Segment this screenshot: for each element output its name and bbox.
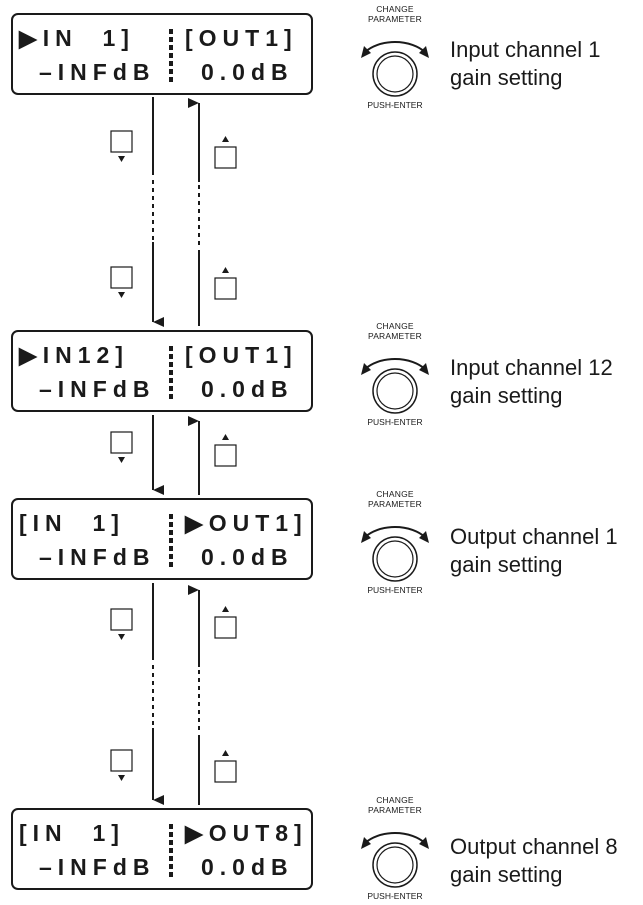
lcd-divider <box>169 514 173 568</box>
up-key-icon[interactable] <box>214 750 237 783</box>
description-output-8: Output channel 8 gain setting <box>450 834 618 887</box>
lcd-right-line2: 0.0dB <box>201 59 294 85</box>
knob-caption-bottom: PUSH-ENTER <box>367 585 423 595</box>
up-key-icon[interactable] <box>214 434 237 467</box>
lcd-divider <box>169 29 173 83</box>
up-key-icon[interactable] <box>214 136 237 169</box>
knob-caption-top: CHANGE PARAMETER <box>367 321 423 341</box>
rotary-knob-icon <box>361 831 429 888</box>
change-parameter-knob[interactable]: CHANGE PARAMETER PUSH-ENTER <box>347 489 443 599</box>
lcd-divider <box>169 824 173 878</box>
description-input-12: Input channel 12 gain setting <box>450 355 613 408</box>
lcd-right-line1: ▶OUT1] <box>185 510 308 536</box>
rotary-knob-icon <box>361 357 429 414</box>
lcd-screen-output-8: [IN 1] ▶OUT8] –INFdB 0.0dB <box>11 808 313 890</box>
lcd-left-line2: –INFdB <box>39 544 156 570</box>
knob-caption-bottom: PUSH-ENTER <box>367 417 423 427</box>
description-output-1: Output channel 1 gain setting <box>450 524 618 577</box>
lcd-left-line1: [IN 1] <box>19 510 125 536</box>
lcd-right-line1: [OUT1] <box>185 25 298 51</box>
change-parameter-knob[interactable]: CHANGE PARAMETER PUSH-ENTER <box>347 321 443 431</box>
lcd-divider <box>169 346 173 400</box>
down-key-icon[interactable] <box>110 749 133 781</box>
rotary-knob-icon <box>361 525 429 582</box>
lcd-screen-input-1: ▶IN 1] [OUT1] –INFdB 0.0dB <box>11 13 313 95</box>
lcd-left-line1: [IN 1] <box>19 820 125 846</box>
down-key-icon[interactable] <box>110 266 133 298</box>
lcd-right-line2: 0.0dB <box>201 376 294 402</box>
down-key-icon[interactable] <box>110 431 133 463</box>
knob-caption-bottom: PUSH-ENTER <box>367 891 423 901</box>
lcd-right-line2: 0.0dB <box>201 854 294 880</box>
up-key-icon[interactable] <box>214 267 237 300</box>
lcd-right-line2: 0.0dB <box>201 544 294 570</box>
knob-caption-top: CHANGE PARAMETER <box>367 4 423 24</box>
knob-caption-top: CHANGE PARAMETER <box>367 795 423 815</box>
change-parameter-knob[interactable]: CHANGE PARAMETER PUSH-ENTER <box>347 4 443 114</box>
knob-caption-top: CHANGE PARAMETER <box>367 489 423 509</box>
down-key-icon[interactable] <box>110 130 133 162</box>
lcd-left-line2: –INFdB <box>39 854 156 880</box>
down-key-icon[interactable] <box>110 608 133 640</box>
knob-caption-bottom: PUSH-ENTER <box>367 100 423 110</box>
lcd-left-line1: ▶IN12] <box>19 342 129 368</box>
lcd-screen-input-12: ▶IN12] [OUT1] –INFdB 0.0dB <box>11 330 313 412</box>
up-key-icon[interactable] <box>214 606 237 639</box>
lcd-left-line2: –INFdB <box>39 376 156 402</box>
lcd-left-line2: –INFdB <box>39 59 156 85</box>
lcd-left-line1: ▶IN 1] <box>19 25 135 51</box>
lcd-right-line1: [OUT1] <box>185 342 298 368</box>
change-parameter-knob[interactable]: CHANGE PARAMETER PUSH-ENTER <box>347 795 443 905</box>
lcd-right-line1: ▶OUT8] <box>185 820 308 846</box>
description-input-1: Input channel 1 gain setting <box>450 37 601 90</box>
lcd-screen-output-1: [IN 1] ▶OUT1] –INFdB 0.0dB <box>11 498 313 580</box>
rotary-knob-icon <box>361 40 429 97</box>
